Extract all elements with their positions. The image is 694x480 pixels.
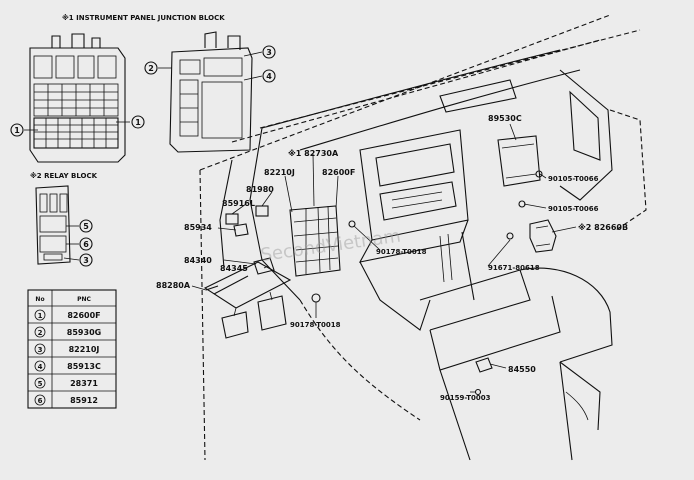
part-label-85916l: 85916L: [222, 199, 255, 208]
svg-text:3: 3: [83, 256, 89, 265]
component-82730a-junction-block: [289, 205, 341, 277]
part-label-85934: 85934: [184, 223, 212, 232]
svg-text:6: 6: [38, 397, 43, 405]
dashboard-outline: [199, 14, 647, 461]
callout-2: 2: [144, 61, 158, 75]
part-label-91671-80618: 91671-80618: [488, 264, 540, 272]
svg-text:6: 6: [83, 240, 89, 249]
svg-text:5: 5: [38, 380, 43, 388]
pnc-table: No PNC 1 82600F 2 85930G 3 82210J 4 8591…: [27, 289, 117, 409]
part-label-82210j: 82210J: [264, 168, 295, 177]
junction-block-front-drawing: [29, 33, 126, 163]
table-row: 1 82600F: [34, 309, 101, 321]
callout-5: 5: [79, 219, 93, 233]
svg-text:4: 4: [38, 363, 43, 371]
callout-6: 6: [79, 237, 93, 251]
component-89530c-module: [497, 135, 541, 187]
part-label-90159-t0003: 90159-T0003: [440, 394, 491, 402]
callout-leaders: [24, 51, 263, 261]
svg-text:3: 3: [266, 48, 272, 57]
svg-text:4: 4: [266, 72, 272, 81]
junction-block-rear-drawing: [169, 31, 253, 153]
svg-text:2: 2: [38, 329, 43, 337]
part-label-90178-t0018-a: 90178-T0018: [290, 321, 341, 329]
svg-text:5: 5: [83, 222, 89, 231]
svg-text:82210J: 82210J: [69, 345, 100, 354]
svg-text:85913C: 85913C: [67, 362, 101, 371]
part-label-82660b: ※2 82660B: [578, 222, 628, 232]
component-small-parts: [205, 170, 543, 396]
table-row: 3 82210J: [34, 343, 100, 355]
svg-text:85912: 85912: [70, 396, 98, 405]
relay-block-heading: ※2 RELAY BLOCK: [30, 171, 98, 180]
part-label-90178-t0018-b: 90178-T0018: [376, 248, 427, 256]
part-label-84550: 84550: [508, 365, 536, 374]
part-label-84345: 84345: [220, 264, 248, 273]
table-row: 2 85930G: [34, 326, 101, 338]
junction-block-heading: ※1 INSTRUMENT PANEL JUNCTION BLOCK: [62, 13, 225, 22]
component-82660b-relay: [529, 219, 557, 253]
part-label-leaders: [191, 123, 577, 393]
svg-text:1: 1: [135, 118, 141, 127]
part-label-84340: 84340: [184, 256, 212, 265]
table-row: 4 85913C: [34, 360, 101, 372]
table-row: 5 28371: [34, 377, 98, 389]
part-label-81980: 81980: [246, 185, 274, 194]
part-label-89530c: 89530C: [488, 114, 522, 123]
svg-text:2: 2: [148, 64, 154, 73]
part-label-82600f: 82600F: [322, 168, 355, 177]
callout-1-right: 1: [131, 115, 145, 129]
table-row: 6 85912: [34, 394, 98, 406]
svg-text:28371: 28371: [70, 379, 98, 388]
part-label-82730a: ※1 82730A: [288, 148, 339, 158]
svg-text:1: 1: [38, 312, 43, 320]
callout-4: 4: [262, 69, 276, 83]
svg-text:85930G: 85930G: [67, 328, 101, 337]
watermark: SecondVietnam: [259, 226, 402, 266]
callout-3-relay: 3: [79, 253, 93, 267]
part-label-90105-t0066-a: 90105-T0066: [548, 175, 599, 183]
relay-block-drawing: [35, 185, 71, 265]
part-label-90105-t0066-b: 90105-T0066: [548, 205, 599, 213]
part-label-88280a: 88280A: [156, 281, 191, 290]
svg-text:82600F: 82600F: [67, 311, 100, 320]
callout-3-junction: 3: [262, 45, 276, 59]
table-header-pnc: PNC: [77, 296, 91, 303]
table-header-no: No: [35, 296, 44, 303]
svg-text:1: 1: [14, 126, 20, 135]
callout-1-left: 1: [10, 123, 24, 137]
svg-text:3: 3: [38, 346, 43, 354]
